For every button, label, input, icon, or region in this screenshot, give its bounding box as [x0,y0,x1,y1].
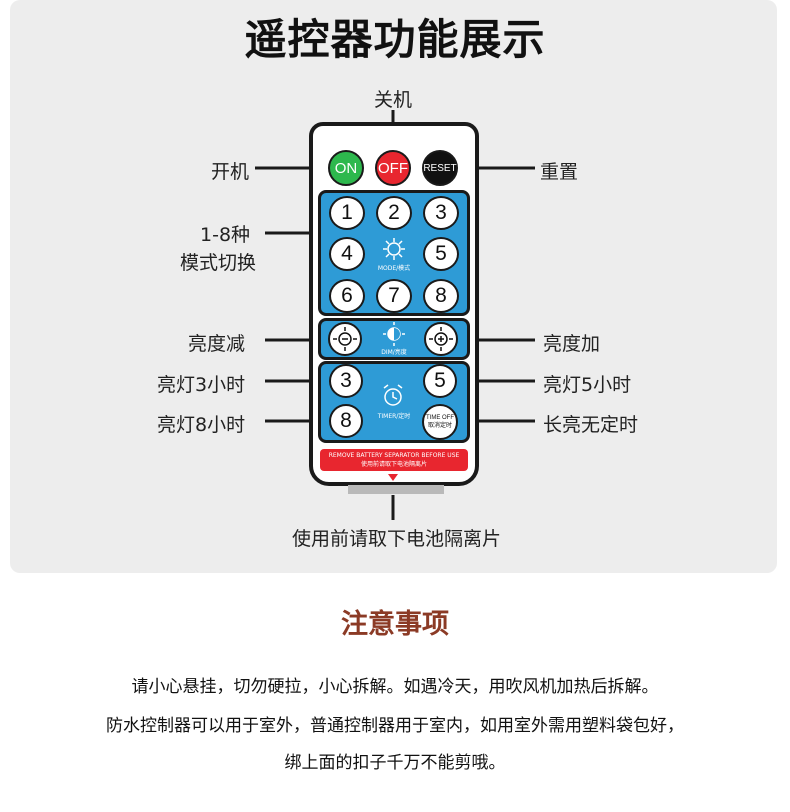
label-dim-down: 亮度减 [188,333,246,355]
mode-button-2[interactable]: 2 [376,196,412,230]
mode-caption: MODE/模式 [377,265,411,272]
mode-button-6[interactable]: 6 [329,279,365,313]
dim-up-button[interactable] [424,322,458,356]
arrow-down-icon [388,474,398,481]
notes-heading: 注意事项 [341,609,449,640]
label-mode-line1: 1-8种 [200,224,251,246]
dim-sun-icon [383,322,405,346]
page-title: 遥控器功能展示 [244,15,546,64]
label-timer-8h: 亮灯8小时 [157,414,246,436]
separator-text-en: REMOVE BATTERY SEPARATOR BEFORE USE [328,452,460,459]
timer-caption: TIMER/定时 [377,413,411,420]
timer-off-sublabel: 取消定时 [427,423,452,429]
label-power-off: 关机 [374,89,413,111]
mode-button-1[interactable]: 1 [329,196,365,230]
dim-caption: DIM/亮度 [381,349,407,356]
on-button[interactable]: ON [328,150,364,186]
sun-minus-icon [333,327,357,351]
timer-8h-button[interactable]: 8 [329,404,363,438]
sun-plus-icon [429,327,453,351]
battery-separator-banner: REMOVE BATTERY SEPARATOR BEFORE USE 使用前请… [320,449,468,471]
label-dim-up: 亮度加 [543,333,601,355]
timer-off-label: TIME OFF [426,415,454,421]
timer-off-button[interactable]: TIME OFF 取消定时 [422,404,458,440]
battery-separator-tab[interactable] [348,485,444,494]
label-remove-separator: 使用前请取下电池隔离片 [292,528,502,550]
label-timer-5h: 亮灯5小时 [543,374,632,396]
label-power-on: 开机 [211,161,250,183]
label-mode-line2: 模式切换 [180,252,257,274]
notes-line-1: 请小心悬挂，切勿硬拉，小心拆解。如遇冷天，用吹风机加热后拆解。 [131,677,659,697]
alarm-clock-icon [383,384,403,406]
reset-button[interactable]: RESET [422,150,458,186]
dim-down-button[interactable] [328,322,362,356]
mode-gear-icon[interactable] [381,236,407,262]
mode-button-3[interactable]: 3 [423,196,459,230]
label-timer-3h: 亮灯3小时 [157,374,246,396]
mode-button-8[interactable]: 8 [423,279,459,313]
label-always-on: 长亮无定时 [543,414,639,436]
mode-button-5[interactable]: 5 [423,237,459,271]
mode-button-4[interactable]: 4 [329,237,365,271]
separator-text-cn: 使用前请取下电池隔离片 [360,461,427,468]
label-reset: 重置 [540,161,579,183]
notes-line-2: 防水控制器可以用于室外，普通控制器用于室内，如用室外需用塑料袋包好， [106,716,684,736]
mode-button-7[interactable]: 7 [376,279,412,313]
timer-3h-button[interactable]: 3 [329,364,363,398]
notes-line-3: 绑上面的扣子千万不能剪哦。 [284,753,506,773]
timer-5h-button[interactable]: 5 [423,364,457,398]
off-button[interactable]: OFF [375,150,411,186]
